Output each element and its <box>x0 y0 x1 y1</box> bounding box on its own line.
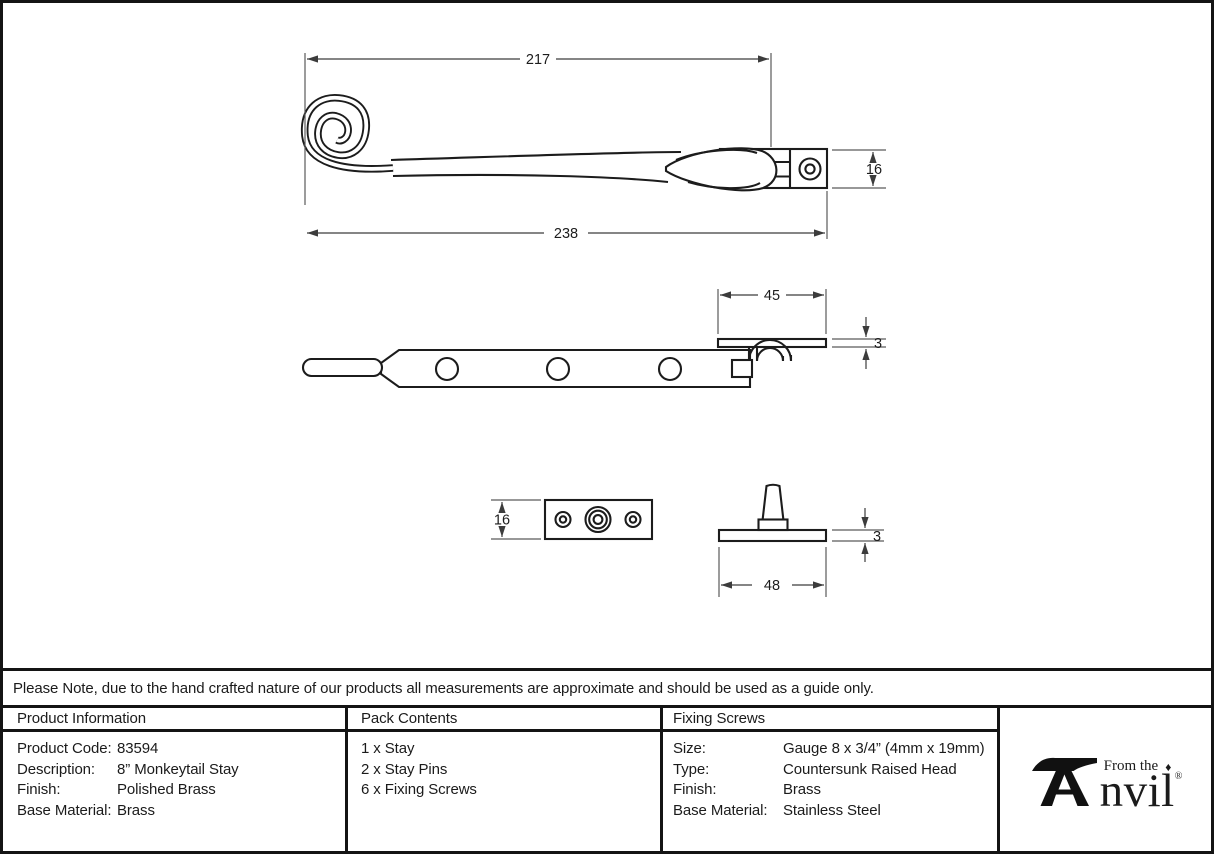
product-information-header: Product Information <box>0 708 345 732</box>
dim-217-label: 217 <box>526 52 550 68</box>
table-row: Size: Gauge 8 x 3/4” (4mm x 19mm) <box>673 739 997 760</box>
table-row: Product Code: 83594 <box>17 739 345 760</box>
row-value: Brass <box>783 781 821 799</box>
stay-pin-drawing <box>717 483 828 543</box>
row-label: Size: <box>673 740 706 757</box>
row-label: Product Code: <box>17 740 112 757</box>
row-value: Polished Brass <box>117 781 216 799</box>
row-value: 8” Monkeytail Stay <box>117 760 239 778</box>
list-item: 6 x Fixing Screws <box>361 781 477 799</box>
pack-contents-header: Pack Contents <box>348 708 660 732</box>
table-row: Finish: Brass <box>673 780 997 801</box>
dim-3-plate-label: 3 <box>874 336 882 352</box>
pack-contents-column: Pack Contents 1 x Stay 2 x Stay Pins 6 x… <box>348 708 663 854</box>
measurement-note-row: Please Note, due to the hand crafted nat… <box>0 668 1214 708</box>
table-row: Description: 8” Monkeytail Stay <box>17 760 345 781</box>
product-information-column: Product Information Product Code: 83594 D… <box>0 708 348 854</box>
row-value: Gauge 8 x 3/4” (4mm x 19mm) <box>783 740 985 757</box>
stay-plan-view-dimensions <box>717 289 886 369</box>
fixing-screws-column: Fixing Screws Size: Gauge 8 x 3/4” (4mm x… <box>663 708 1000 854</box>
dim-16-keep-label: 16 <box>494 513 510 529</box>
stay-pin-dimensions <box>718 508 884 597</box>
fixing-screws-header: Fixing Screws <box>663 708 997 732</box>
brand-logo-cell: From the ♦ nvil ® <box>1000 708 1214 854</box>
row-label: Finish: <box>673 781 717 799</box>
stay-side-view-drawing <box>301 93 829 192</box>
logo-from-the-text: From the <box>1103 758 1159 774</box>
technical-drawing: 217 238 16 45 <box>301 52 886 597</box>
row-label: Base Material: <box>673 801 768 819</box>
anvil-icon <box>1031 757 1097 806</box>
row-value: 83594 <box>117 740 159 757</box>
dim-3-pin-label: 3 <box>873 529 881 545</box>
stay-side-view-dimensions <box>304 53 886 239</box>
diamond-icon: ♦ <box>1165 759 1172 774</box>
table-row: Type: Countersunk Raised Head <box>673 760 997 781</box>
table-row: Finish: Polished Brass <box>17 780 345 801</box>
row-label: Base Material: <box>17 801 112 819</box>
dim-238-label: 238 <box>554 226 578 242</box>
keep-plate-drawing <box>543 498 654 541</box>
row-label: Finish: <box>17 781 61 799</box>
table-row: Base Material: Brass <box>17 801 345 822</box>
row-value: Countersunk Raised Head <box>783 760 957 778</box>
row-label: Description: <box>17 760 95 778</box>
spec-table: Product Information Product Code: 83594 D… <box>0 708 1214 854</box>
stay-plan-view-drawing <box>301 337 828 389</box>
from-the-anvil-logo: From the ♦ nvil ® <box>1031 754 1183 817</box>
logo-anvil-text: nvil <box>1099 765 1175 817</box>
list-item: 2 x Stay Pins <box>361 760 448 778</box>
logo-wordmark: From the ♦ nvil ® <box>1099 758 1183 817</box>
pack-contents-body: 1 x Stay 2 x Stay Pins 6 x Fixing Screws <box>348 732 660 801</box>
dim-48-label: 48 <box>764 578 780 594</box>
measurement-note-text: Please Note, due to the hand crafted nat… <box>13 679 874 697</box>
dim-16-bracket-label: 16 <box>866 162 882 178</box>
dim-45-label: 45 <box>764 288 780 304</box>
row-label: Type: <box>673 760 710 778</box>
list-item: 1 x Stay <box>361 740 415 757</box>
table-row: Base Material: Stainless Steel <box>673 801 997 822</box>
fixing-screws-body: Size: Gauge 8 x 3/4” (4mm x 19mm) Type: Co… <box>663 732 997 821</box>
row-value: Stainless Steel <box>783 801 881 819</box>
row-value: Brass <box>117 801 155 819</box>
product-information-body: Product Code: 83594 Description: 8” Monkey… <box>0 732 345 821</box>
registered-trademark-icon: ® <box>1174 771 1183 782</box>
keep-plate-dimensions <box>491 499 541 540</box>
